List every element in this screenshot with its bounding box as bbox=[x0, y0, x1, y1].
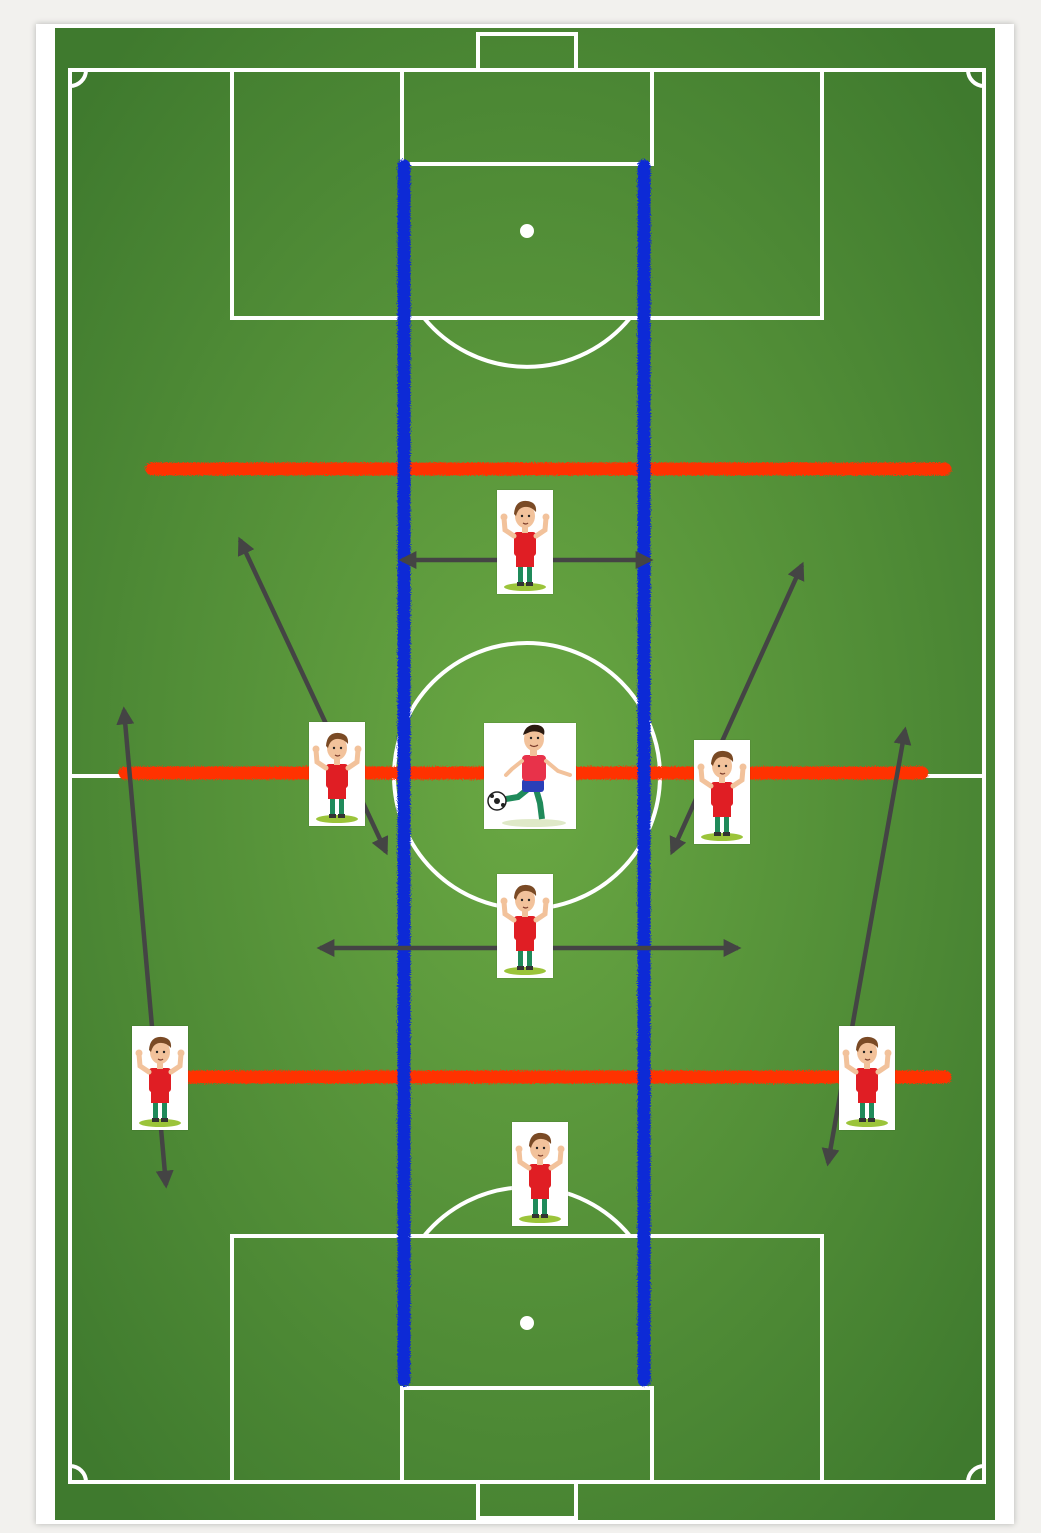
player-center-kicker bbox=[484, 723, 576, 829]
player-bottom-center bbox=[512, 1122, 568, 1226]
player-right-wide bbox=[839, 1026, 895, 1130]
top-penalty-spot bbox=[522, 226, 532, 236]
bottom-penalty-spot bbox=[522, 1318, 532, 1328]
player-left-wide bbox=[132, 1026, 188, 1130]
player-left-mid bbox=[309, 722, 365, 826]
player-right-mid bbox=[694, 740, 750, 844]
player-top-center bbox=[497, 490, 553, 594]
player-center-lower bbox=[497, 874, 553, 978]
